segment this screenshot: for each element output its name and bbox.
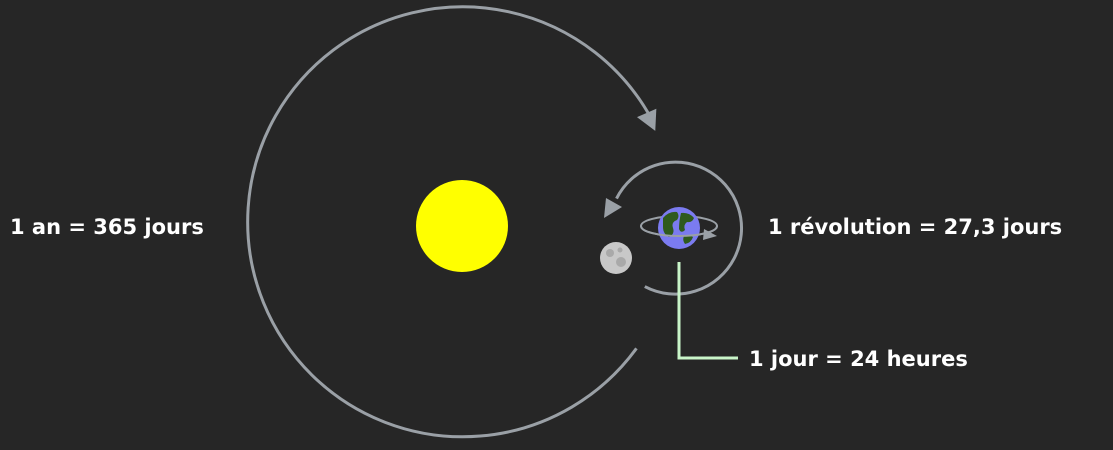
earth-rotation-arrowhead <box>703 229 717 240</box>
moon-icon <box>600 242 632 274</box>
earth-icon <box>658 207 700 249</box>
year-label: 1 an = 365 jours <box>10 215 204 239</box>
revolution-label: 1 révolution = 27,3 jours <box>768 215 1062 239</box>
moon-orbit-arrowhead <box>604 198 622 218</box>
day-label: 1 jour = 24 heures <box>749 347 968 371</box>
day-pointer-line <box>679 262 738 358</box>
sun-icon <box>416 180 508 272</box>
